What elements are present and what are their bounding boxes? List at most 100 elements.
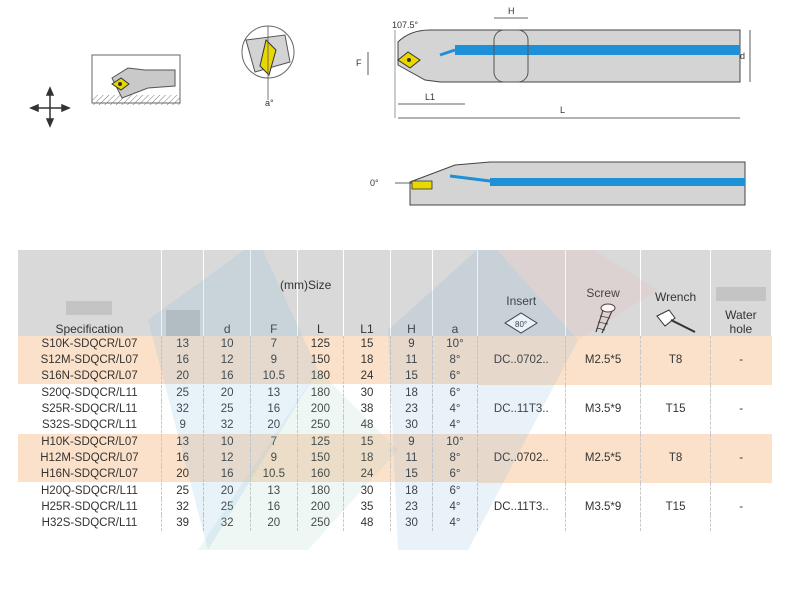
- cell-spec: S25R-SDQCR/L11: [18, 401, 162, 417]
- svg-text:0°: 0°: [370, 178, 379, 188]
- cell-f: 10.5: [250, 368, 298, 385]
- cell-l: 160: [297, 466, 345, 483]
- cell-a: 8°: [432, 352, 478, 368]
- cell-spec: S12M-SDQCR/L07: [18, 352, 162, 368]
- header-a: a: [432, 250, 478, 336]
- cell-l1: 24: [343, 466, 391, 483]
- svg-text:L1: L1: [425, 92, 435, 102]
- cell-d: 12: [203, 352, 251, 368]
- technical-drawings: a° 107.5° H d F L1 L 0°: [29, 6, 751, 206]
- cell-l: 150: [297, 450, 345, 466]
- cell-insert: DC..0702..: [477, 433, 566, 483]
- spec-table: Specification d F L L1 H a Insert 80° Sc: [18, 250, 773, 531]
- cell-h: 30: [390, 515, 434, 531]
- cell-d: 10: [203, 433, 251, 450]
- cell-a: 10°: [432, 336, 478, 352]
- cell-d: 10: [203, 336, 251, 352]
- cell-insert: DC..0702..: [477, 336, 566, 385]
- cell-h: 13: [161, 433, 205, 450]
- cell-d: 16: [203, 368, 251, 385]
- cell-f: 13: [250, 384, 298, 401]
- cell-wrench: T15: [640, 482, 711, 531]
- svg-text:80°: 80°: [515, 320, 527, 329]
- cell-h: 16: [161, 352, 205, 368]
- cell-h: 13: [161, 336, 205, 352]
- cell-a: 6°: [432, 466, 478, 483]
- cell-l: 180: [297, 482, 345, 499]
- cell-l1: 30: [343, 482, 391, 499]
- cell-f: 7: [250, 433, 298, 450]
- cell-d: 25: [203, 401, 251, 417]
- boring-scene-drawing: [91, 54, 181, 105]
- cell-f: 9: [250, 450, 298, 466]
- cell-h: 18: [390, 384, 434, 401]
- cell-l1: 15: [343, 336, 391, 352]
- header-insert: Insert 80°: [477, 250, 566, 336]
- cell-insert: DC..11T3..: [477, 384, 566, 434]
- header-L1: L1: [343, 250, 391, 336]
- spec-table-area: Specification d F L L1 H a Insert 80° Sc: [18, 250, 773, 550]
- cell-d: 32: [203, 417, 251, 434]
- cell-a: 4°: [432, 499, 478, 515]
- cell-l: 125: [297, 336, 345, 352]
- cell-f: 20: [250, 515, 298, 531]
- header-L: L: [297, 250, 345, 336]
- cell-a: 4°: [432, 417, 478, 434]
- cell-wrench: T8: [640, 336, 711, 385]
- cell-spec: S10K-SDQCR/L07: [18, 336, 162, 352]
- cell-l1: 48: [343, 417, 391, 434]
- cell-h: 15: [390, 466, 434, 483]
- bar-top-view: 107.5° H d F L1 L: [356, 6, 751, 119]
- cell-spec: S16N-SDQCR/L07: [18, 368, 162, 385]
- header-screw: Screw: [565, 250, 642, 336]
- cell-l1: 38: [343, 401, 391, 417]
- cell-water-hole: -: [710, 433, 772, 483]
- cell-insert: DC..11T3..: [477, 482, 566, 531]
- bar-side-view: 0°: [370, 161, 746, 206]
- cell-spec: S20Q-SDQCR/L11: [18, 384, 162, 401]
- insert-rhombus-icon: 80°: [504, 312, 539, 334]
- cell-water-hole: -: [710, 384, 772, 434]
- cell-h: 16: [161, 450, 205, 466]
- cell-l: 250: [297, 417, 345, 434]
- cell-h: 25: [161, 482, 205, 499]
- cell-screw: M2.5*5: [565, 433, 642, 483]
- cell-wrench: T8: [640, 433, 711, 483]
- cell-l: 180: [297, 368, 345, 385]
- header-wrench: Wrench: [640, 250, 711, 336]
- cell-spec: H16N-SDQCR/L07: [18, 466, 162, 483]
- cell-h: 20: [161, 466, 205, 483]
- cell-spec: S32S-SDQCR/L11: [18, 417, 162, 434]
- cell-water-hole: -: [710, 336, 772, 385]
- header-h-redacted: [161, 250, 205, 336]
- cell-h: 39: [161, 515, 205, 531]
- svg-text:d: d: [740, 51, 745, 61]
- cell-h: 15: [390, 368, 434, 385]
- svg-text:a°: a°: [265, 98, 274, 108]
- cell-d: 20: [203, 482, 251, 499]
- cell-d: 16: [203, 466, 251, 483]
- cell-a: 6°: [432, 368, 478, 385]
- cell-h: 20: [161, 368, 205, 385]
- cell-f: 13: [250, 482, 298, 499]
- cell-h: 9: [390, 336, 434, 352]
- size-group-title: (mm)Size: [280, 278, 332, 292]
- svg-text:L: L: [560, 105, 565, 115]
- svg-text:H: H: [508, 6, 515, 16]
- cell-f: 16: [250, 499, 298, 515]
- cell-h: 25: [161, 384, 205, 401]
- cell-a: 4°: [432, 515, 478, 531]
- cell-d: 12: [203, 450, 251, 466]
- cell-l1: 24: [343, 368, 391, 385]
- header-F: F: [250, 250, 298, 336]
- cell-spec: H20Q-SDQCR/L11: [18, 482, 162, 499]
- cell-a: 8°: [432, 450, 478, 466]
